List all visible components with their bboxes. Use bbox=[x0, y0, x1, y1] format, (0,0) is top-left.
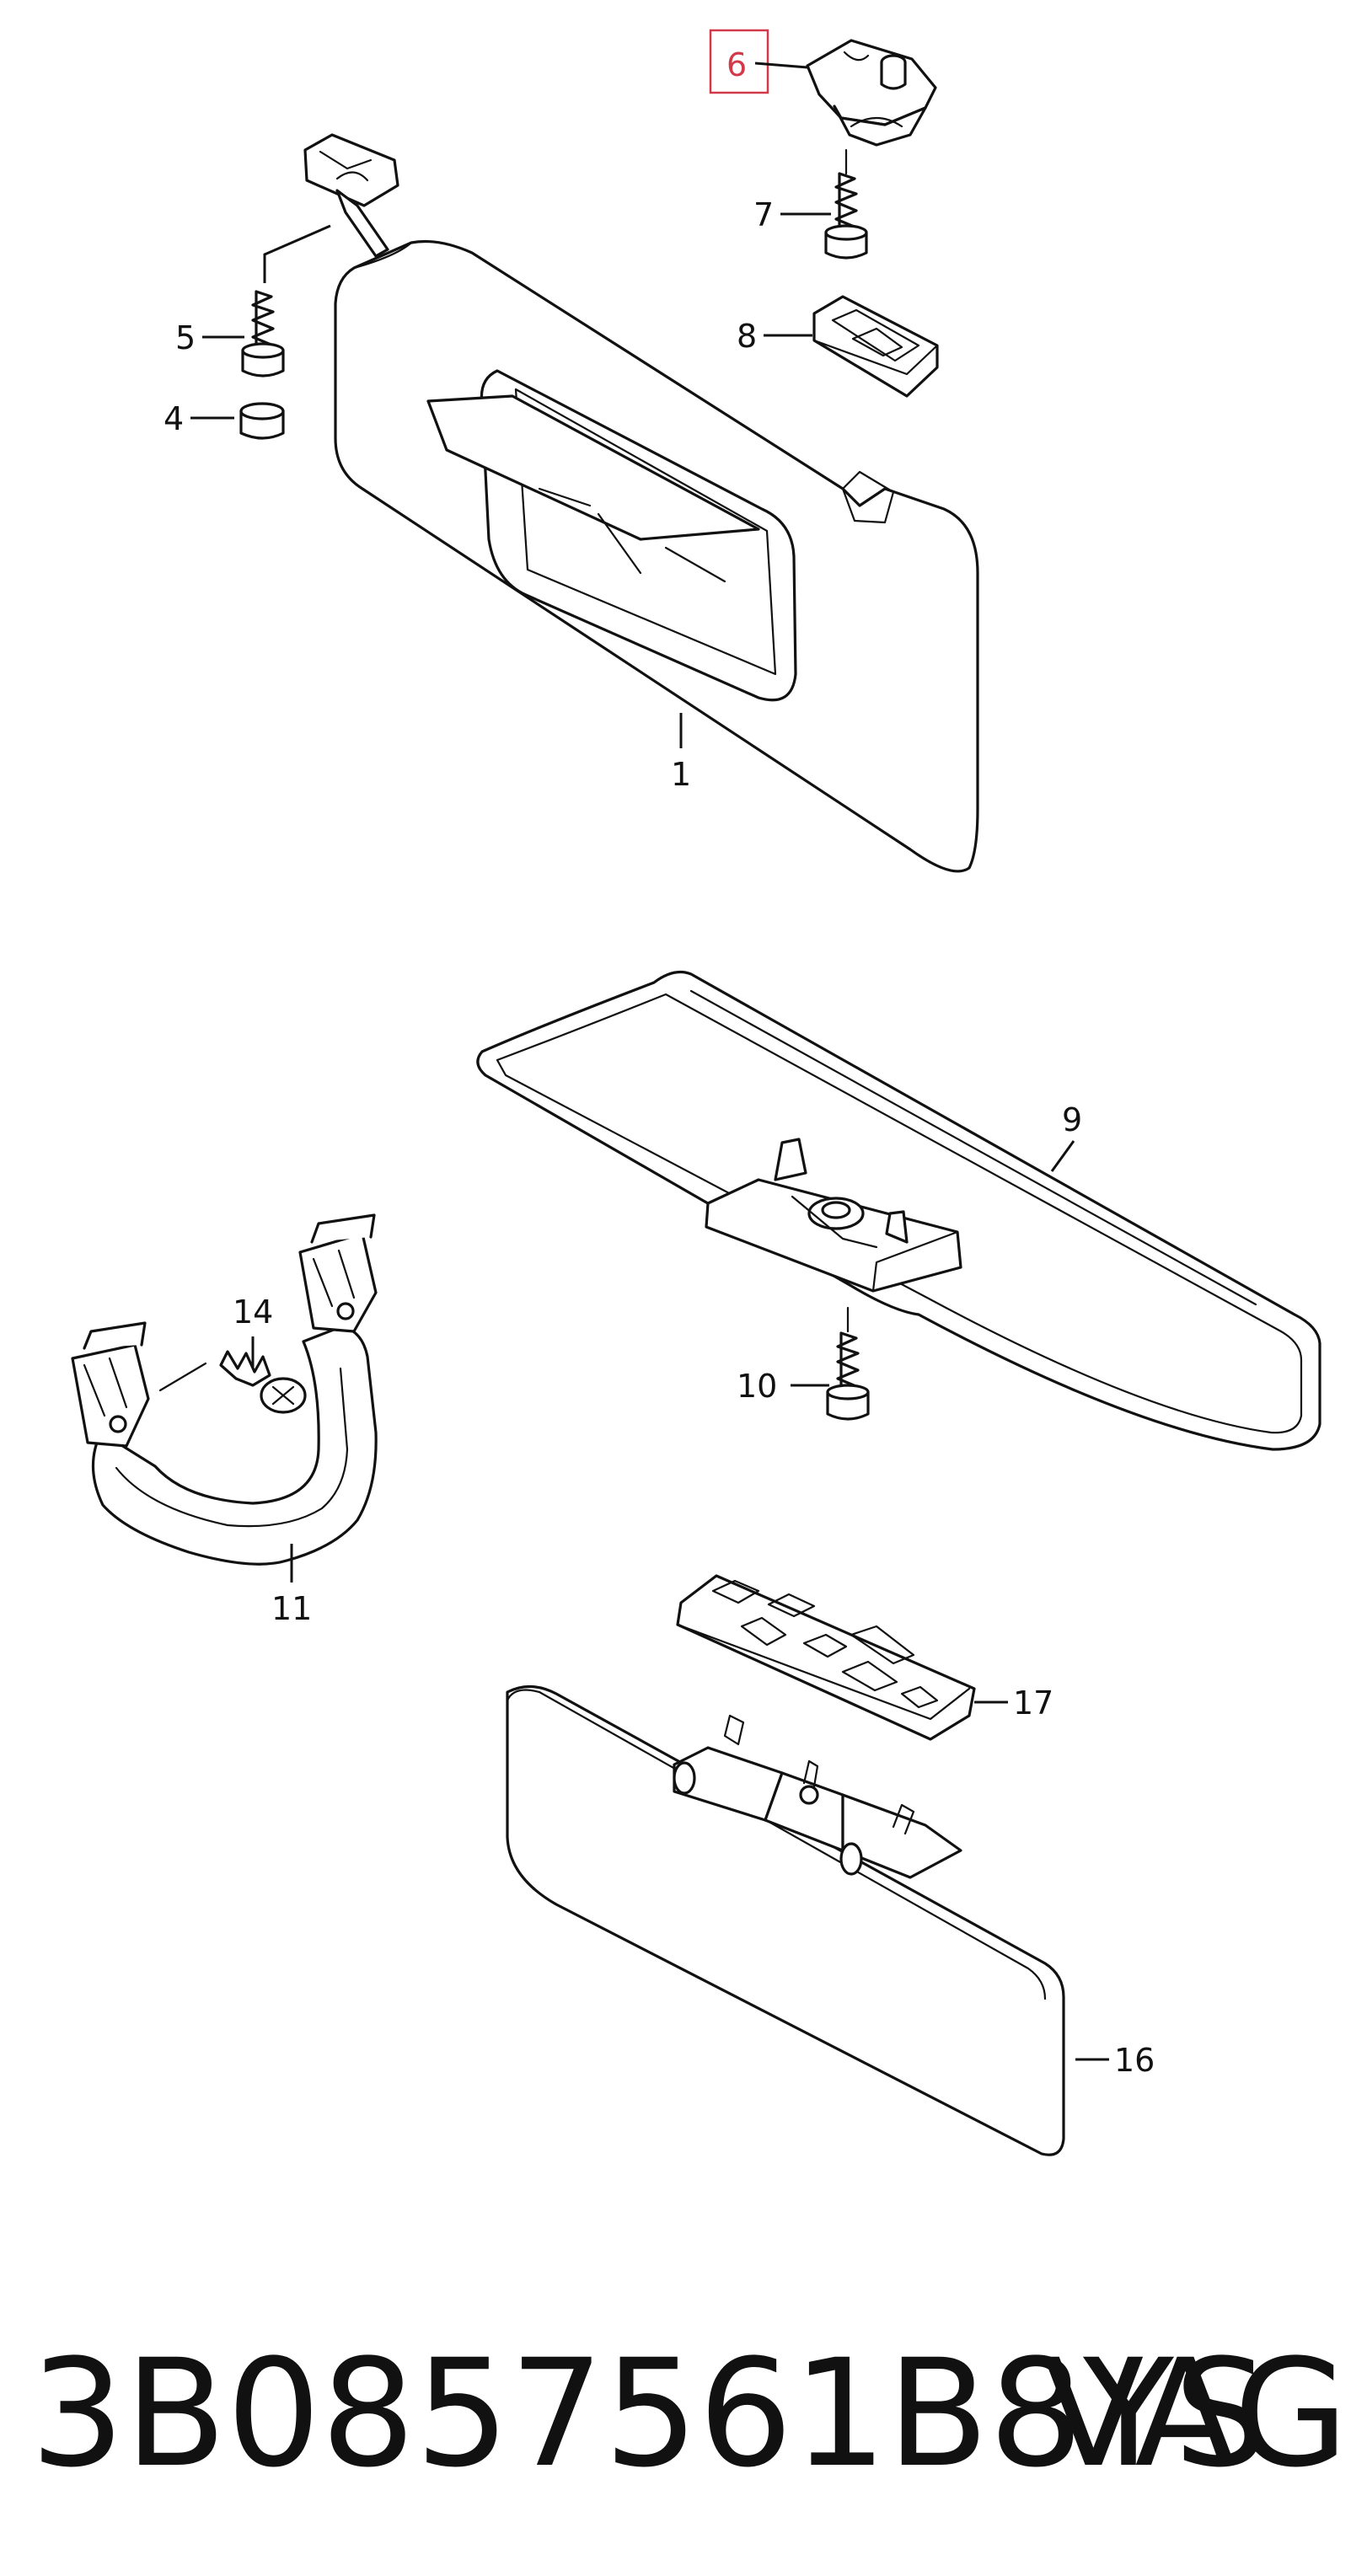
callout-16: 16 bbox=[1114, 2042, 1155, 2079]
callout-6: 6 bbox=[726, 46, 747, 83]
brand-label: VAG bbox=[1043, 2327, 1348, 2500]
part-4-bushing bbox=[239, 402, 285, 440]
part-8-cap bbox=[812, 295, 939, 398]
footer: 3B0857561B8YS VAG bbox=[0, 2317, 1367, 2511]
callout-7: 7 bbox=[753, 196, 774, 233]
parts-diagram: 6 7 8 1 bbox=[71, 29, 1321, 2156]
part-1-sun-visor bbox=[303, 133, 979, 873]
callout-5: 5 bbox=[175, 319, 196, 356]
part-7-screw bbox=[824, 148, 868, 260]
callout-9: 9 bbox=[1062, 1101, 1082, 1138]
part-6-clip bbox=[806, 39, 937, 147]
part-17-bracket bbox=[676, 1574, 976, 1741]
callout-14: 14 bbox=[233, 1293, 273, 1331]
part-5-screw bbox=[241, 290, 285, 378]
callout-4: 4 bbox=[164, 400, 184, 437]
callout-1: 1 bbox=[671, 756, 691, 793]
part-16-tray bbox=[506, 1684, 1065, 2156]
callout-8: 8 bbox=[737, 318, 757, 355]
part-10-screw bbox=[826, 1306, 870, 1421]
callout-6-highlight-box bbox=[709, 29, 769, 94]
part-14-screw bbox=[219, 1350, 307, 1414]
callout-11: 11 bbox=[271, 1590, 312, 1627]
part-number-label: 3B0857561B8YS bbox=[30, 2327, 1268, 2500]
callout-10: 10 bbox=[737, 1368, 777, 1405]
callout-17: 17 bbox=[1013, 1684, 1053, 1722]
part-11-grab-handle bbox=[71, 1213, 378, 1566]
part-9-panel bbox=[476, 971, 1321, 1451]
